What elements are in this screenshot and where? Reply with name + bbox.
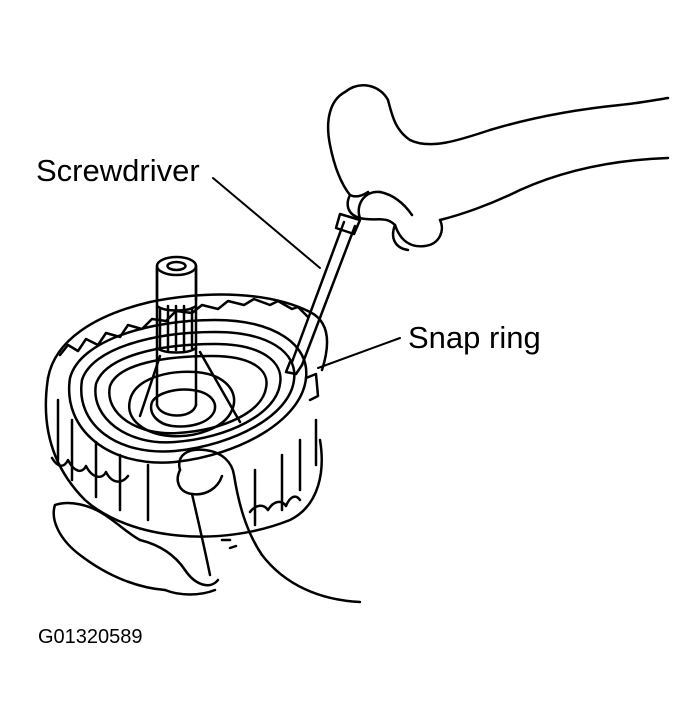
clutch-drum xyxy=(44,293,329,538)
leader-lines xyxy=(212,177,401,369)
figure-id: G01320589 xyxy=(38,626,143,648)
input-shaft xyxy=(127,255,236,438)
upper-hand xyxy=(326,84,670,252)
lower-hand xyxy=(52,448,362,604)
screwdriver-label: Screwdriver xyxy=(36,153,200,188)
screwdriver-leader-line xyxy=(212,177,321,269)
snap-ring-label: Snap ring xyxy=(408,320,541,355)
screwdriver xyxy=(284,212,362,376)
snap-ring-leader-line xyxy=(317,337,401,369)
